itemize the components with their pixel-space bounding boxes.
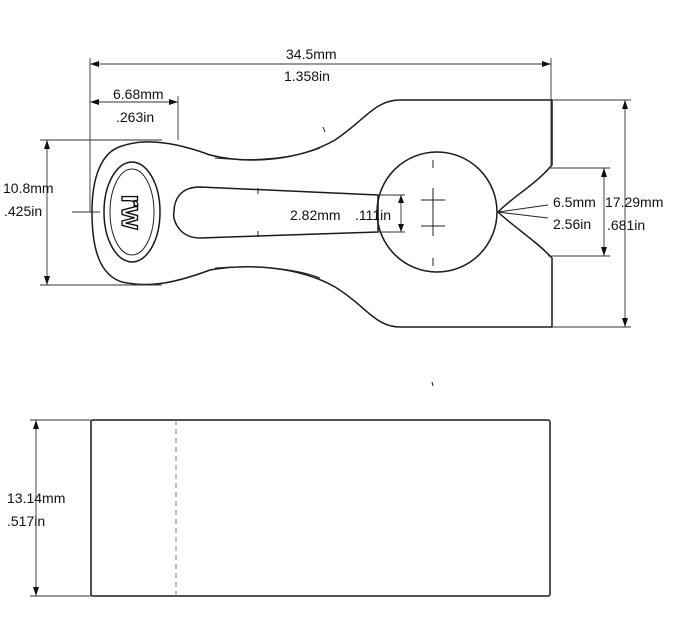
- dim-end-to-slot-in: .263in: [116, 109, 154, 125]
- arrow-jaw-height-top: [622, 100, 628, 109]
- arrow-end-to-slot-left: [90, 99, 99, 105]
- slot-outline: [172, 186, 379, 239]
- dim-head-height-mm: 10.8mm: [3, 180, 54, 196]
- top-view: rw 34.5mm 1.358in 6.68mm .263in: [3, 46, 663, 387]
- arrow-slot-width-bottom: [398, 224, 404, 232]
- logo-ring-inner: [109, 168, 155, 256]
- neck-edge-lower: [214, 266, 321, 279]
- part-outline-side: [90, 419, 551, 597]
- dim-jaw-height-mm: 17.29mm: [605, 194, 663, 210]
- arrow-thickness-top: [33, 420, 39, 429]
- logo-rw: rw: [115, 194, 148, 230]
- arrow-jaw-gap-bottom: [601, 247, 607, 256]
- dim-jaw-gap-mm: 6.5mm: [553, 194, 596, 210]
- jaw-gap-leader-upper: [497, 204, 549, 213]
- arrow-jaw-gap-top: [601, 168, 607, 177]
- pin-hole: [376, 151, 498, 273]
- tick-mark: [322, 126, 326, 133]
- dim-jaw-height-in: .681in: [607, 217, 645, 233]
- dim-jaw-gap-in: 2.56in: [553, 216, 591, 232]
- arrow-end-to-slot-right: [169, 99, 178, 105]
- arrow-overall-left: [90, 61, 99, 67]
- dim-slot-width-mm: 2.82mm: [290, 207, 341, 223]
- dim-end-to-slot-mm: 6.68mm: [113, 86, 164, 102]
- dim-slot-width-in: .111in: [355, 207, 391, 223]
- jaw-gap-leader-lower: [497, 211, 549, 219]
- tick-mark-2: [431, 381, 434, 387]
- arrow-head-height-bottom: [44, 276, 50, 285]
- arrow-jaw-height-bottom: [622, 318, 628, 327]
- dim-overall-mm: 34.5mm: [286, 46, 337, 62]
- logo-ring-outer: [103, 161, 161, 263]
- side-view: 13.14mm .517in: [7, 419, 551, 597]
- arrow-overall-right: [542, 61, 551, 67]
- dim-thickness-in: .517in: [7, 513, 45, 529]
- arrow-thickness-bottom: [33, 587, 39, 596]
- dim-head-height-in: .425in: [4, 203, 42, 219]
- arrow-slot-width-top: [398, 195, 404, 203]
- neck-edge-upper: [214, 147, 321, 161]
- dim-thickness-mm: 13.14mm: [7, 490, 65, 506]
- arrow-head-height-top: [44, 140, 50, 149]
- dim-overall-in: 1.358in: [284, 68, 330, 84]
